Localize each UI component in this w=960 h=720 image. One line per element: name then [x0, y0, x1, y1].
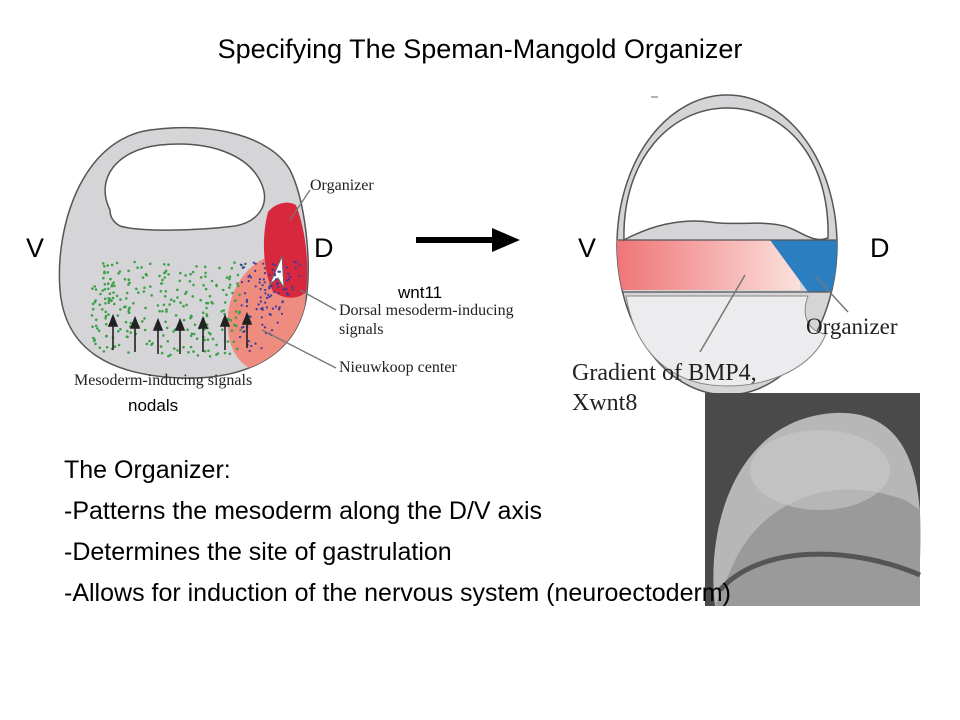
- transition-arrow: [416, 228, 520, 252]
- nieuwkoop-center-label: Nieuwkoop center: [339, 359, 457, 376]
- mesoderm-signals-label: Mesoderm-inducing signals: [74, 372, 253, 389]
- left-blastocoel: [104, 143, 266, 231]
- organizer-text-block: The Organizer: -Patterns the mesoderm al…: [64, 450, 731, 614]
- right-leader-lines: [699, 274, 849, 353]
- bmp4-gradient-label-line1: Gradient of BMP4,: [572, 360, 757, 386]
- right-lower-cavity: [625, 295, 827, 387]
- right-organizer-region: [770, 240, 837, 292]
- left-embryo: [58, 127, 337, 379]
- embryo-sem-photo: [705, 393, 921, 606]
- mesoderm-dots: [90, 260, 244, 358]
- left-dorsal-label: D: [314, 233, 334, 263]
- bullet-gastrulation: -Determines the site of gastrulation: [64, 538, 452, 566]
- right-organizer-label: Organizer: [806, 314, 898, 339]
- organizer-heading: The Organizer:: [64, 456, 231, 484]
- right-dorsal-label: D: [870, 233, 890, 263]
- nodals-label: nodals: [128, 396, 179, 415]
- left-organizer-label: Organizer: [310, 177, 374, 194]
- right-blastocoel: [623, 107, 829, 242]
- page-title: Specifying The Speman-Mangold Organizer: [217, 34, 743, 64]
- right-ventral-label: V: [578, 233, 597, 263]
- bullet-dv-axis: -Patterns the mesoderm along the D/V axi…: [64, 497, 543, 525]
- left-ventral-label: V: [26, 233, 45, 263]
- bullet-nervous-system: -Allows for induction of the nervous sys…: [64, 579, 731, 607]
- organizer-arrowhead: [268, 255, 285, 289]
- dorsal-signals-label-line2: signals: [339, 321, 384, 338]
- left-leader-lines: [261, 189, 337, 369]
- wnt11-label: wnt11: [398, 283, 443, 302]
- bmp4-gradient-label-line2: Xwnt8: [572, 390, 638, 416]
- dorsal-signals-label-line1: Dorsal mesoderm-inducing: [339, 302, 514, 319]
- dorsal-signal-dots: [239, 261, 301, 352]
- bmp4-gradient-band: [617, 240, 800, 290]
- right-embryo: [616, 94, 849, 396]
- mesoderm-signal-arrows: [107, 311, 253, 354]
